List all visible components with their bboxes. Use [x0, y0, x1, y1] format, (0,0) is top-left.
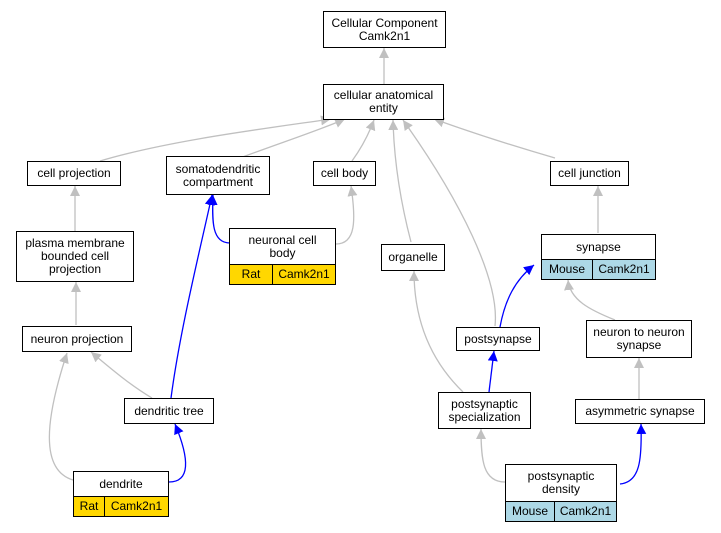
edge-neuronalcellbody-to-somatodendritic	[207, 194, 231, 244]
node-cell-body[interactable]: cell body	[313, 161, 376, 186]
node-cell-junction[interactable]: cell junction	[550, 161, 629, 186]
edge-dendrite-to-neuronprojection	[48, 352, 74, 481]
node-label: neuron to neuron synapse	[593, 325, 685, 352]
node-dendritic-tree[interactable]: dendritic tree	[124, 398, 214, 424]
node-label: somatodendritic compartment	[175, 161, 261, 189]
node-label: postsynaptic density	[527, 469, 595, 496]
node-label: postsynapse	[464, 331, 532, 346]
node-neuron-to-neuron-synapse[interactable]: neuron to neuron synapse	[586, 320, 692, 358]
edge-n2nsynapse-to-synapse	[564, 279, 616, 321]
node-cellular-component-root[interactable]: Cellular Component Camk2n1	[323, 11, 446, 48]
node-postsynaptic-specialization[interactable]: postsynaptic specialization	[438, 392, 531, 429]
annotation-gene: Camk2n1	[272, 265, 335, 284]
annotation-species: Mouse	[506, 502, 554, 521]
annotation-gene: Camk2n1	[592, 260, 655, 279]
node-label: neuronal cell body	[248, 232, 317, 260]
node-organelle[interactable]: organelle	[381, 244, 445, 271]
annotation-row: Mouse Camk2n1	[542, 259, 655, 279]
node-neuronal-cell-body[interactable]: neuronal cell body Rat Camk2n1	[229, 228, 336, 285]
node-label: plasma membrane bounded cell projection	[25, 236, 125, 276]
edge-somatodendritic-to-cae	[239, 118, 346, 159]
edge-postsynspec-to-postsynapse	[487, 350, 498, 393]
node-synapse[interactable]: synapse Mouse Camk2n1	[541, 234, 656, 280]
node-label: neuron projection	[30, 331, 124, 346]
node-label: dendritic tree	[134, 403, 204, 418]
node-somatodendritic-compartment[interactable]: somatodendritic compartment	[166, 156, 270, 195]
annotation-species: Mouse	[542, 260, 592, 279]
annotation-row: Rat Camk2n1	[74, 496, 168, 516]
node-cellular-anatomical-entity[interactable]: cellular anatomical entity	[323, 84, 444, 120]
node-label: Cellular Component Camk2n1	[331, 15, 438, 43]
node-label: cell junction	[558, 166, 621, 180]
node-label: dendrite	[99, 476, 143, 491]
edge-celljunction-to-cae	[433, 117, 556, 159]
edge-dendrite-to-dendritictree	[168, 423, 187, 483]
edge-cellprojection-to-cae	[99, 115, 332, 162]
annotation-row: Mouse Camk2n1	[506, 501, 616, 521]
annotation-gene: Camk2n1	[104, 497, 168, 516]
edge-postsyndensity-to-postsynspec	[476, 428, 506, 483]
annotation-row: Rat Camk2n1	[230, 264, 335, 284]
node-label: cell projection	[37, 166, 111, 180]
node-label: synapse	[576, 239, 621, 254]
node-label: cellular anatomical entity	[333, 88, 434, 115]
node-postsynapse[interactable]: postsynapse	[456, 327, 540, 351]
node-label: cell body	[320, 166, 369, 180]
node-plasma-membrane-bounded-cell-projection[interactable]: plasma membrane bounded cell projection	[16, 231, 134, 282]
edge-dendritictree-to-neuronprojection	[90, 351, 153, 399]
node-label: postsynaptic specialization	[448, 396, 521, 424]
annotation-species: Rat	[230, 265, 272, 284]
edge-postsyndensity-to-asymmetric	[619, 423, 647, 485]
edge-postsynapse-to-cae	[402, 119, 497, 327]
edge-organelle-to-cae	[388, 119, 412, 243]
node-postsynaptic-density[interactable]: postsynaptic density Mouse Camk2n1	[505, 464, 617, 522]
edge-postsynapse-to-synapse	[499, 264, 535, 328]
node-cell-projection[interactable]: cell projection	[27, 161, 121, 186]
annotation-gene: Camk2n1	[554, 502, 616, 521]
node-label: asymmetric synapse	[585, 404, 695, 418]
node-neuron-projection[interactable]: neuron projection	[22, 326, 132, 352]
node-dendrite[interactable]: dendrite Rat Camk2n1	[73, 471, 169, 517]
edge-neuronalcellbody-to-cellbody	[335, 185, 358, 245]
node-label: organelle	[388, 250, 438, 264]
node-asymmetric-synapse[interactable]: asymmetric synapse	[575, 399, 705, 424]
annotation-species: Rat	[74, 497, 104, 516]
edge-cellbody-to-cae	[351, 119, 376, 162]
edge-postsynspec-to-organelle	[409, 270, 464, 393]
edge-dendritictree-to-somatodendritic	[170, 194, 215, 399]
